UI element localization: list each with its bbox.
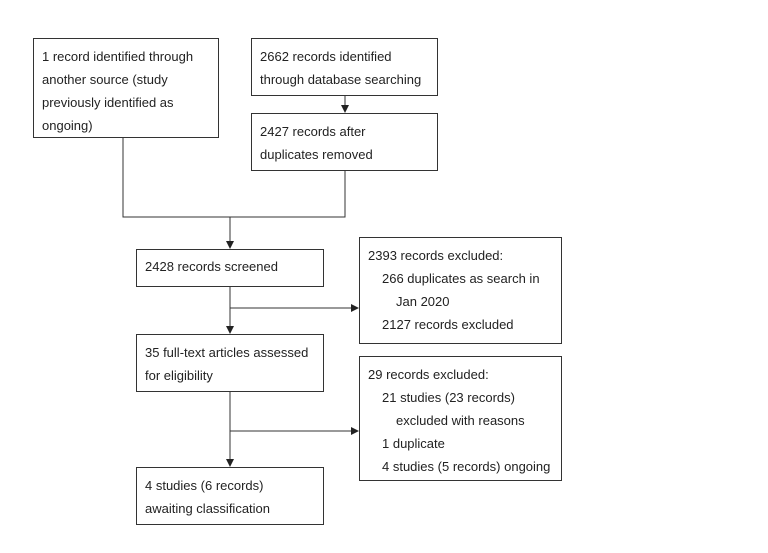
excluded-item: Jan 2020 (396, 294, 450, 309)
excluded-heading: 2393 records excluded: (368, 248, 504, 263)
awaiting-classification-box: 4 studies (6 records) awaiting classific… (136, 467, 324, 525)
box-text-line: for eligibility (145, 368, 213, 383)
excluded-screening-box: 2393 records excluded: 266 duplicates as… (359, 237, 562, 344)
box-text-line: awaiting classification (145, 501, 271, 516)
excluded-item: 4 studies (5 records) ongoing (382, 459, 551, 474)
box-text-line: ongoing) (42, 118, 93, 133)
excluded-item: 21 studies (23 records) (382, 390, 515, 405)
other-source-box: 1 record identified through another sour… (33, 38, 219, 138)
excluded-item: excluded with reasons (396, 413, 525, 428)
excluded-item: 2127 records excluded (382, 317, 514, 332)
box-text-line: 4 studies (6 records) (145, 478, 264, 493)
excluded-fulltext-box: 29 records excluded: 21 studies (23 reco… (359, 356, 562, 481)
fulltext-box: 35 full-text articles assessed for eligi… (136, 334, 324, 392)
excluded-item: 266 duplicates as search in (382, 271, 540, 286)
box-text-line: 2662 records identified (260, 49, 392, 64)
after-duplicates-box: 2427 records after duplicates removed (251, 113, 438, 171)
merge-line (122, 138, 346, 218)
box-text-line: another source (study (42, 72, 168, 87)
screened-box: 2428 records screened (136, 249, 324, 287)
excluded-item: 1 duplicate (382, 436, 445, 451)
box-text-line: 1 record identified through (42, 49, 194, 64)
box-text-line: 35 full-text articles assessed (145, 345, 309, 360)
box-text-line: previously identified as (42, 95, 174, 110)
box-text-line: duplicates removed (260, 147, 373, 162)
box-text-line: through database searching (260, 72, 422, 87)
box-text-line: 2428 records screened (145, 259, 278, 274)
excluded-heading: 29 records excluded: (368, 367, 489, 382)
box-text-line: 2427 records after (260, 124, 366, 139)
database-search-box: 2662 records identified through database… (251, 38, 438, 96)
